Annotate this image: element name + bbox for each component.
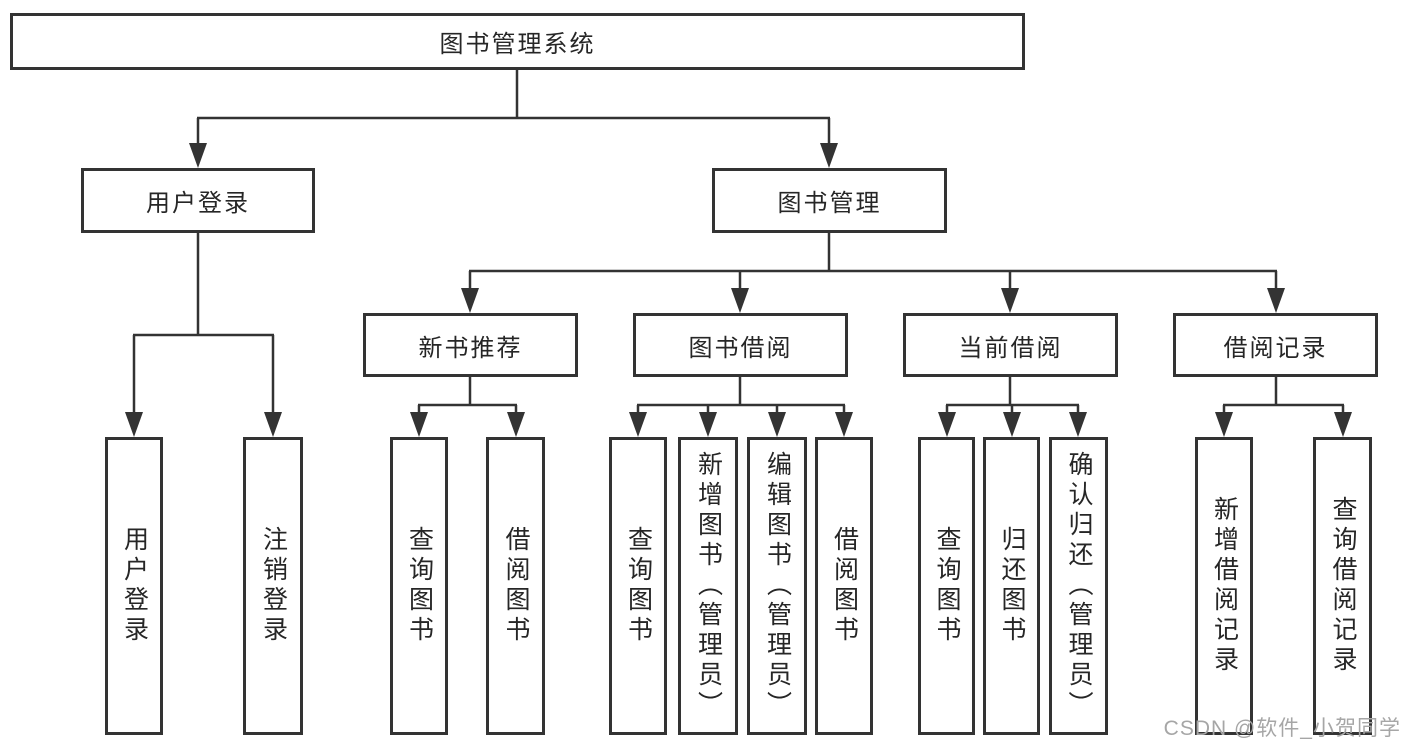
node-current-borrow: 当前借阅 [903, 313, 1118, 377]
leaf-borrow-books: 借阅图书 [815, 437, 873, 735]
node-book-management: 图书管理 [712, 168, 947, 233]
leaf-edit-books-admin-label: 编辑图书（管理员） [763, 451, 792, 721]
leaf-query-books-recommend-label: 查询图书 [405, 526, 434, 646]
leaf-confirm-return-admin-label: 确认归还（管理员） [1065, 451, 1093, 721]
leaf-borrow-books-recommend-label: 借阅图书 [502, 526, 530, 646]
connector-root-to-level2 [189, 70, 838, 168]
leaf-add-borrow-record-label: 新增借阅记录 [1210, 496, 1239, 676]
connector-current-borrow-to-leaves [938, 377, 1087, 437]
leaf-user-login: 用户登录 [105, 437, 163, 735]
node-borrow-records: 借阅记录 [1173, 313, 1378, 377]
leaf-query-books-recommend: 查询图书 [390, 437, 448, 735]
node-user-login-label: 用户登录 [146, 190, 250, 217]
leaf-logout-label: 注销登录 [259, 526, 288, 646]
leaf-borrow-books-label: 借阅图书 [830, 526, 859, 646]
leaf-add-books-admin: 新增图书（管理员） [678, 437, 738, 735]
leaf-query-borrow-record: 查询借阅记录 [1313, 437, 1372, 735]
node-current-borrow-label: 当前借阅 [958, 334, 1063, 362]
node-new-book-recommend-label: 新书推荐 [418, 334, 523, 362]
connector-user-login-to-leaves [125, 232, 282, 437]
node-user-login: 用户登录 [81, 168, 315, 233]
leaf-logout: 注销登录 [243, 437, 303, 735]
node-borrow-records-label: 借阅记录 [1223, 334, 1328, 362]
leaf-query-books-borrow-label: 查询图书 [624, 526, 653, 646]
connector-borrow-records-to-leaves [1215, 377, 1352, 437]
connector-new-book-recommend-to-leaves [410, 377, 525, 437]
leaf-query-books-current-label: 查询图书 [933, 526, 961, 646]
node-new-book-recommend: 新书推荐 [363, 313, 578, 377]
node-root-label: 图书管理系统 [439, 31, 596, 58]
node-book-borrow: 图书借阅 [633, 313, 848, 377]
leaf-query-books-current: 查询图书 [918, 437, 975, 735]
leaf-add-borrow-record: 新增借阅记录 [1195, 437, 1253, 735]
leaf-return-books-label: 归还图书 [998, 526, 1026, 646]
leaf-add-books-admin-label: 新增图书（管理员） [694, 451, 723, 721]
node-root: 图书管理系统 [10, 13, 1025, 70]
leaf-return-books: 归还图书 [983, 437, 1040, 735]
leaf-borrow-books-recommend: 借阅图书 [486, 437, 545, 735]
leaf-confirm-return-admin: 确认归还（管理员） [1049, 437, 1108, 735]
leaf-query-books-borrow: 查询图书 [609, 437, 667, 735]
csdn-watermark: CSDN @软件_小贺同学 [1163, 717, 1401, 740]
node-book-management-label: 图书管理 [777, 190, 882, 217]
connector-book-borrow-to-leaves [629, 377, 853, 437]
node-book-borrow-label: 图书借阅 [688, 334, 793, 362]
leaf-user-login-label: 用户登录 [120, 526, 149, 646]
leaf-query-borrow-record-label: 查询借阅记录 [1329, 496, 1357, 676]
leaf-edit-books-admin: 编辑图书（管理员） [747, 437, 807, 735]
connector-book-management-to-level3 [461, 232, 1285, 313]
